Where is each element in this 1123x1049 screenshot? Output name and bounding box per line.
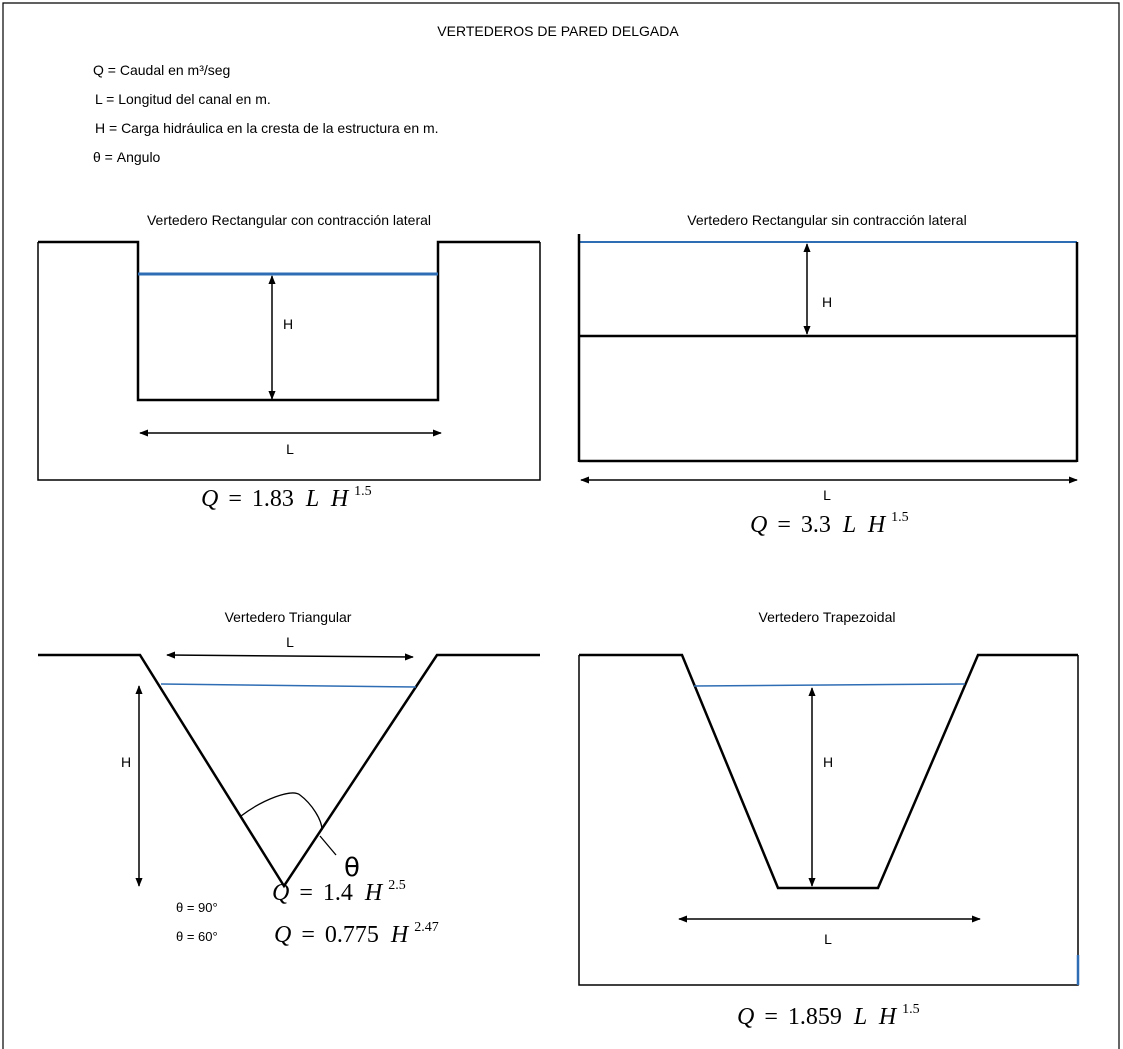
- water-surface: [693, 683, 966, 687]
- diagram-title: Vertedero Trapezoidal: [759, 609, 896, 625]
- l-label: L: [824, 931, 832, 947]
- diagram-rect-no-contraction: Vertedero Rectangular sin contracción la…: [577, 212, 1079, 538]
- weir-outline: [38, 653, 540, 889]
- angle-pointer: [319, 835, 337, 856]
- weir-box-frame: [578, 655, 1079, 986]
- diagram-title: Vertedero Rectangular con contracción la…: [147, 212, 431, 228]
- diagram-rect-contracted: Vertedero Rectangular con contracción la…: [37, 212, 541, 512]
- theta-symbol: θ: [344, 853, 360, 883]
- h-label: H: [121, 754, 131, 770]
- angle-arc: [240, 792, 323, 831]
- diagram-title: Vertedero Triangular: [225, 609, 352, 625]
- legend-theta: θ = Angulo: [93, 149, 161, 165]
- formula-60: Q = 0.775 H 2.47: [274, 920, 439, 948]
- page-title: VERTEDEROS DE PARED DELGADA: [437, 23, 679, 39]
- legend-q: Q = Caudal en m³/seg: [93, 62, 230, 78]
- formula: Q = 3.3 L H 1.5: [750, 510, 909, 538]
- diagram-trapezoidal: Vertedero Trapezoidal H L Q = 1.859 L H …: [578, 609, 1080, 1030]
- weir-box-frame: [37, 242, 541, 481]
- weir-outline: [38, 240, 540, 402]
- legend-l: L = Longitud del canal en m.: [95, 91, 271, 107]
- formula: Q = 1.859 L H 1.5: [737, 1002, 920, 1030]
- weir-outline: [579, 653, 1078, 890]
- l-label: L: [286, 634, 294, 650]
- h-label: H: [822, 294, 832, 310]
- diagram-title: Vertedero Rectangular sin contracción la…: [687, 212, 966, 228]
- legend-h: H = Carga hidráulica en la cresta de la …: [95, 120, 439, 136]
- angle-case-60: θ = 60°: [176, 929, 218, 944]
- h-label: H: [283, 316, 293, 332]
- water-surface: [160, 683, 417, 688]
- angle-case-90: θ = 90°: [176, 900, 218, 915]
- variable-legend: Q = Caudal en m³/seg L = Longitud del ca…: [93, 62, 439, 165]
- l-label: L: [823, 487, 831, 503]
- formula: Q = 1.83 L H 1.5: [201, 484, 372, 512]
- diagram-triangular: Vertedero Triangular L H θ θ = 90° Q = 1…: [38, 609, 540, 948]
- formula-90: Q = 1.4 H 2.5: [272, 878, 406, 906]
- l-dimension-arrow: [166, 651, 414, 661]
- l-label: L: [286, 441, 294, 457]
- h-label: H: [823, 754, 833, 770]
